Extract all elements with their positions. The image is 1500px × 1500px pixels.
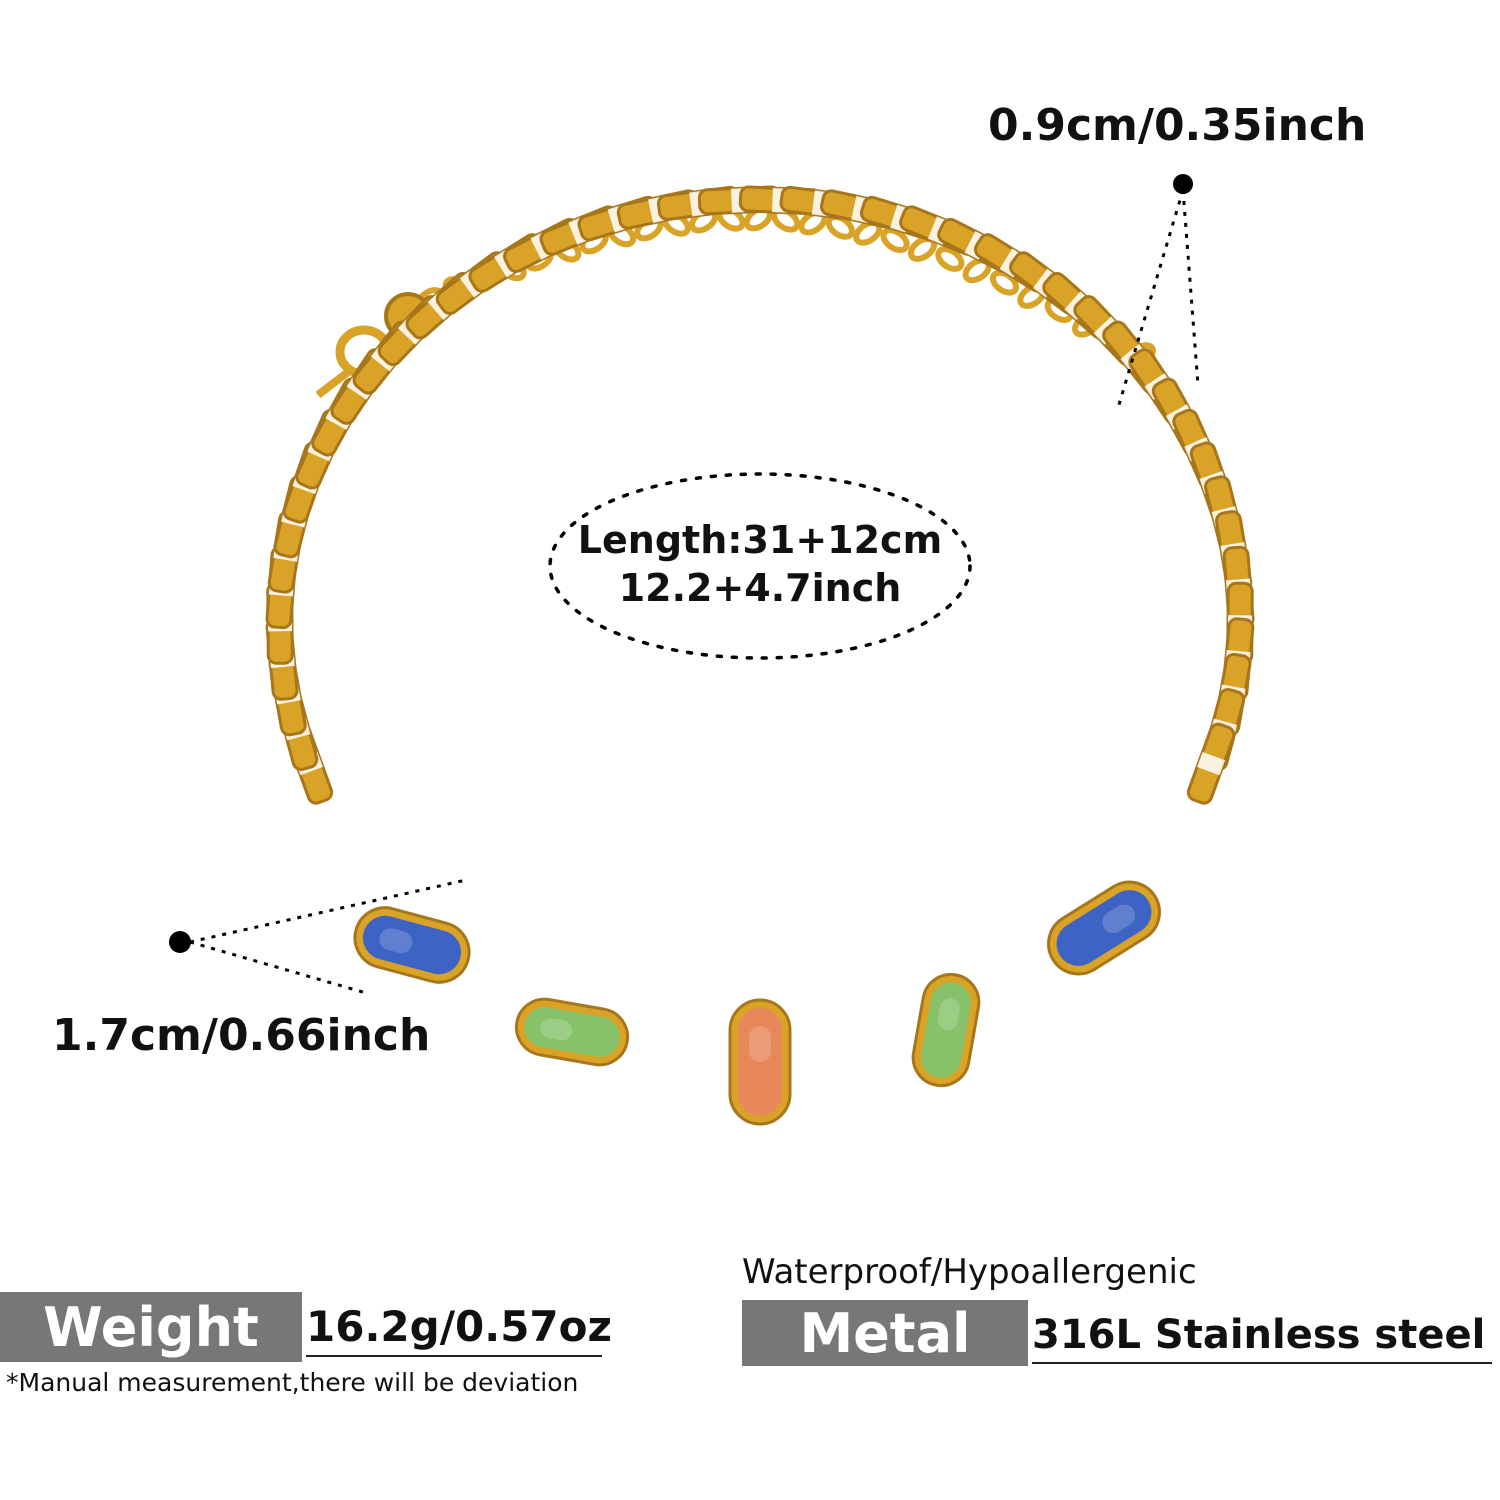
top-width-label: 0.9cm/0.35inch (988, 100, 1367, 151)
gemstone (728, 998, 792, 1126)
top-dimension-callout (1116, 174, 1200, 409)
gemstone (514, 997, 630, 1067)
metal-label-plate: Metal (742, 1300, 1028, 1366)
length-cm-label: Length:31+12cm (577, 518, 943, 562)
features-label: Waterproof/Hypoallergenic (742, 1252, 1197, 1292)
gemstones (353, 880, 1161, 1126)
extender-link (935, 246, 965, 272)
length-inch-label: 12.2+4.7inch (618, 566, 902, 610)
band-link (1186, 722, 1236, 805)
measurement-note: *Manual measurement,there will be deviat… (6, 1368, 579, 1397)
weight-label-plate: Weight (0, 1292, 302, 1362)
dimension-dot-top (1173, 174, 1193, 194)
metal-value: 316L Stainless steel (1032, 1312, 1492, 1364)
gemstone (911, 972, 981, 1088)
extender-link (880, 227, 910, 254)
watch-band-chain (265, 185, 1255, 805)
length-callout-ellipse (548, 472, 972, 660)
weight-value: 16.2g/0.57oz (306, 1302, 612, 1357)
gemstone (1047, 880, 1161, 976)
gemstone (353, 906, 471, 984)
extender-link (825, 213, 855, 240)
dimension-dot-left (169, 931, 191, 953)
side-width-label: 1.7cm/0.66inch (52, 1010, 431, 1061)
side-dimension-callout (169, 878, 467, 995)
